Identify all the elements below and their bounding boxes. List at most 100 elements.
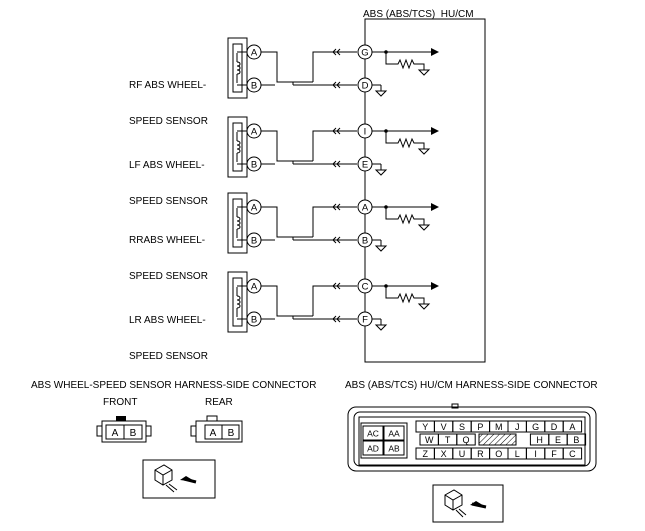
sensor-connector-front-label: FRONT bbox=[103, 397, 138, 408]
pin-label: C bbox=[569, 449, 576, 459]
sensor-inner bbox=[232, 198, 243, 248]
module-box bbox=[364, 18, 486, 363]
resistor bbox=[385, 207, 425, 225]
sensor-connector-title: ABS WHEEL-SPEED SENSOR HARNESS-SIDE CONN… bbox=[31, 380, 317, 391]
pin-label: M bbox=[495, 422, 503, 432]
resistor bbox=[385, 286, 425, 304]
sensor-label-lr: LR ABS WHEEL- SPEED SENSOR bbox=[129, 291, 208, 375]
pin-label: B bbox=[573, 435, 579, 445]
pin-label: Y bbox=[422, 422, 428, 432]
wire-a bbox=[261, 51, 294, 85]
pin-label: Z bbox=[422, 449, 428, 459]
connector-chevron-icon bbox=[332, 127, 341, 135]
coil-icon bbox=[236, 61, 241, 75]
pin-label: AB bbox=[388, 444, 400, 454]
ground-icon bbox=[417, 303, 431, 310]
front-pin-a: A bbox=[112, 428, 119, 439]
pin-cell bbox=[362, 440, 384, 456]
sensor-pin-a: A bbox=[251, 127, 258, 138]
pin-label: G bbox=[532, 422, 539, 432]
coil-icon bbox=[236, 216, 241, 230]
sensor-body bbox=[227, 271, 248, 333]
wire-a bbox=[261, 130, 294, 164]
pin-label: W bbox=[425, 435, 434, 445]
pin-label: R bbox=[477, 449, 484, 459]
pin-label: E bbox=[555, 435, 561, 445]
module-pin-top: A bbox=[362, 203, 369, 214]
coil-icon bbox=[236, 295, 241, 309]
pin-cell bbox=[566, 433, 587, 446]
pin-label: I bbox=[534, 449, 537, 459]
connector-chevron-icon bbox=[332, 315, 341, 323]
connector-hatched-area bbox=[478, 433, 517, 446]
coil-icon bbox=[236, 140, 241, 154]
sensor-label-rr: RRABS WHEEL- SPEED SENSOR bbox=[129, 211, 208, 295]
sensor-pin-b: B bbox=[251, 81, 257, 92]
pin-label: V bbox=[441, 422, 447, 432]
rear-pin-a: A bbox=[210, 428, 217, 439]
wire-a-end bbox=[312, 285, 357, 316]
sensor-label-rf: RF ABS WHEEL- SPEED SENSOR bbox=[129, 56, 208, 140]
pin-label: U bbox=[459, 449, 466, 459]
module-pin-bottom: B bbox=[362, 236, 368, 247]
probe-icon-module bbox=[432, 484, 504, 523]
sensor-inner bbox=[232, 277, 243, 327]
pin-label: AD bbox=[367, 444, 379, 454]
pin-label: O bbox=[495, 449, 502, 459]
sensor-group-rr: A B A B bbox=[227, 192, 439, 254]
sensor-body bbox=[227, 192, 248, 254]
pin-label: X bbox=[441, 449, 447, 459]
ground-icon bbox=[374, 324, 388, 331]
resistor bbox=[385, 131, 425, 149]
module-title: ABS (ABS/TCS) HU/CM bbox=[363, 9, 474, 20]
pin-cell bbox=[383, 440, 405, 456]
pin-label: F bbox=[551, 449, 557, 459]
wire-a bbox=[261, 206, 294, 240]
pin-label: L bbox=[515, 449, 520, 459]
pin-cell bbox=[383, 425, 405, 441]
sensor-body bbox=[227, 116, 248, 178]
ground-icon bbox=[417, 224, 431, 231]
connector-chevron-icon bbox=[332, 81, 341, 89]
ground-icon bbox=[374, 245, 388, 252]
pin-label: T bbox=[445, 435, 451, 445]
sensor-inner bbox=[232, 43, 243, 93]
pin-cell bbox=[456, 433, 476, 446]
module-pin-top: I bbox=[364, 127, 367, 138]
connector-chevron-icon bbox=[332, 282, 341, 290]
connector-chevron-icon bbox=[332, 48, 341, 56]
pin-label: D bbox=[551, 422, 558, 432]
wire-a-end bbox=[312, 51, 357, 82]
module-pin-top: C bbox=[362, 282, 369, 293]
sensor-label-lf: LF ABS WHEEL- SPEED SENSOR bbox=[129, 136, 208, 220]
rear-pin-b: B bbox=[228, 428, 235, 439]
pin-cell bbox=[562, 420, 583, 433]
module-pin-bottom: F bbox=[362, 315, 368, 326]
wire-a-end bbox=[312, 130, 357, 161]
pin-cell bbox=[562, 447, 583, 460]
ground-icon bbox=[417, 69, 431, 76]
sensor-label-rr-line1: RRABS WHEEL- bbox=[129, 235, 206, 246]
sensor-body bbox=[227, 37, 248, 99]
ground-icon bbox=[374, 90, 388, 97]
pin-label: AA bbox=[388, 429, 400, 439]
sensor-inner bbox=[232, 122, 243, 172]
wire-a-end bbox=[312, 206, 357, 237]
module-pin-top: G bbox=[361, 48, 368, 59]
pin-label: P bbox=[477, 422, 483, 432]
sensor-pin-a: A bbox=[251, 203, 258, 214]
pin-label: Q bbox=[462, 435, 469, 445]
module-pin-bottom: E bbox=[362, 160, 368, 171]
sensor-label-lr-line2: SPEED SENSOR bbox=[129, 351, 208, 362]
sensor-label-rf-line2: SPEED SENSOR bbox=[129, 116, 208, 127]
pin-cell bbox=[362, 425, 384, 441]
sensor-pin-b: B bbox=[251, 236, 257, 247]
pin-label: J bbox=[515, 422, 520, 432]
sensor-label-rr-line2: SPEED SENSOR bbox=[129, 271, 208, 282]
sensor-pin-a: A bbox=[251, 282, 258, 293]
pin-label: A bbox=[569, 422, 575, 432]
